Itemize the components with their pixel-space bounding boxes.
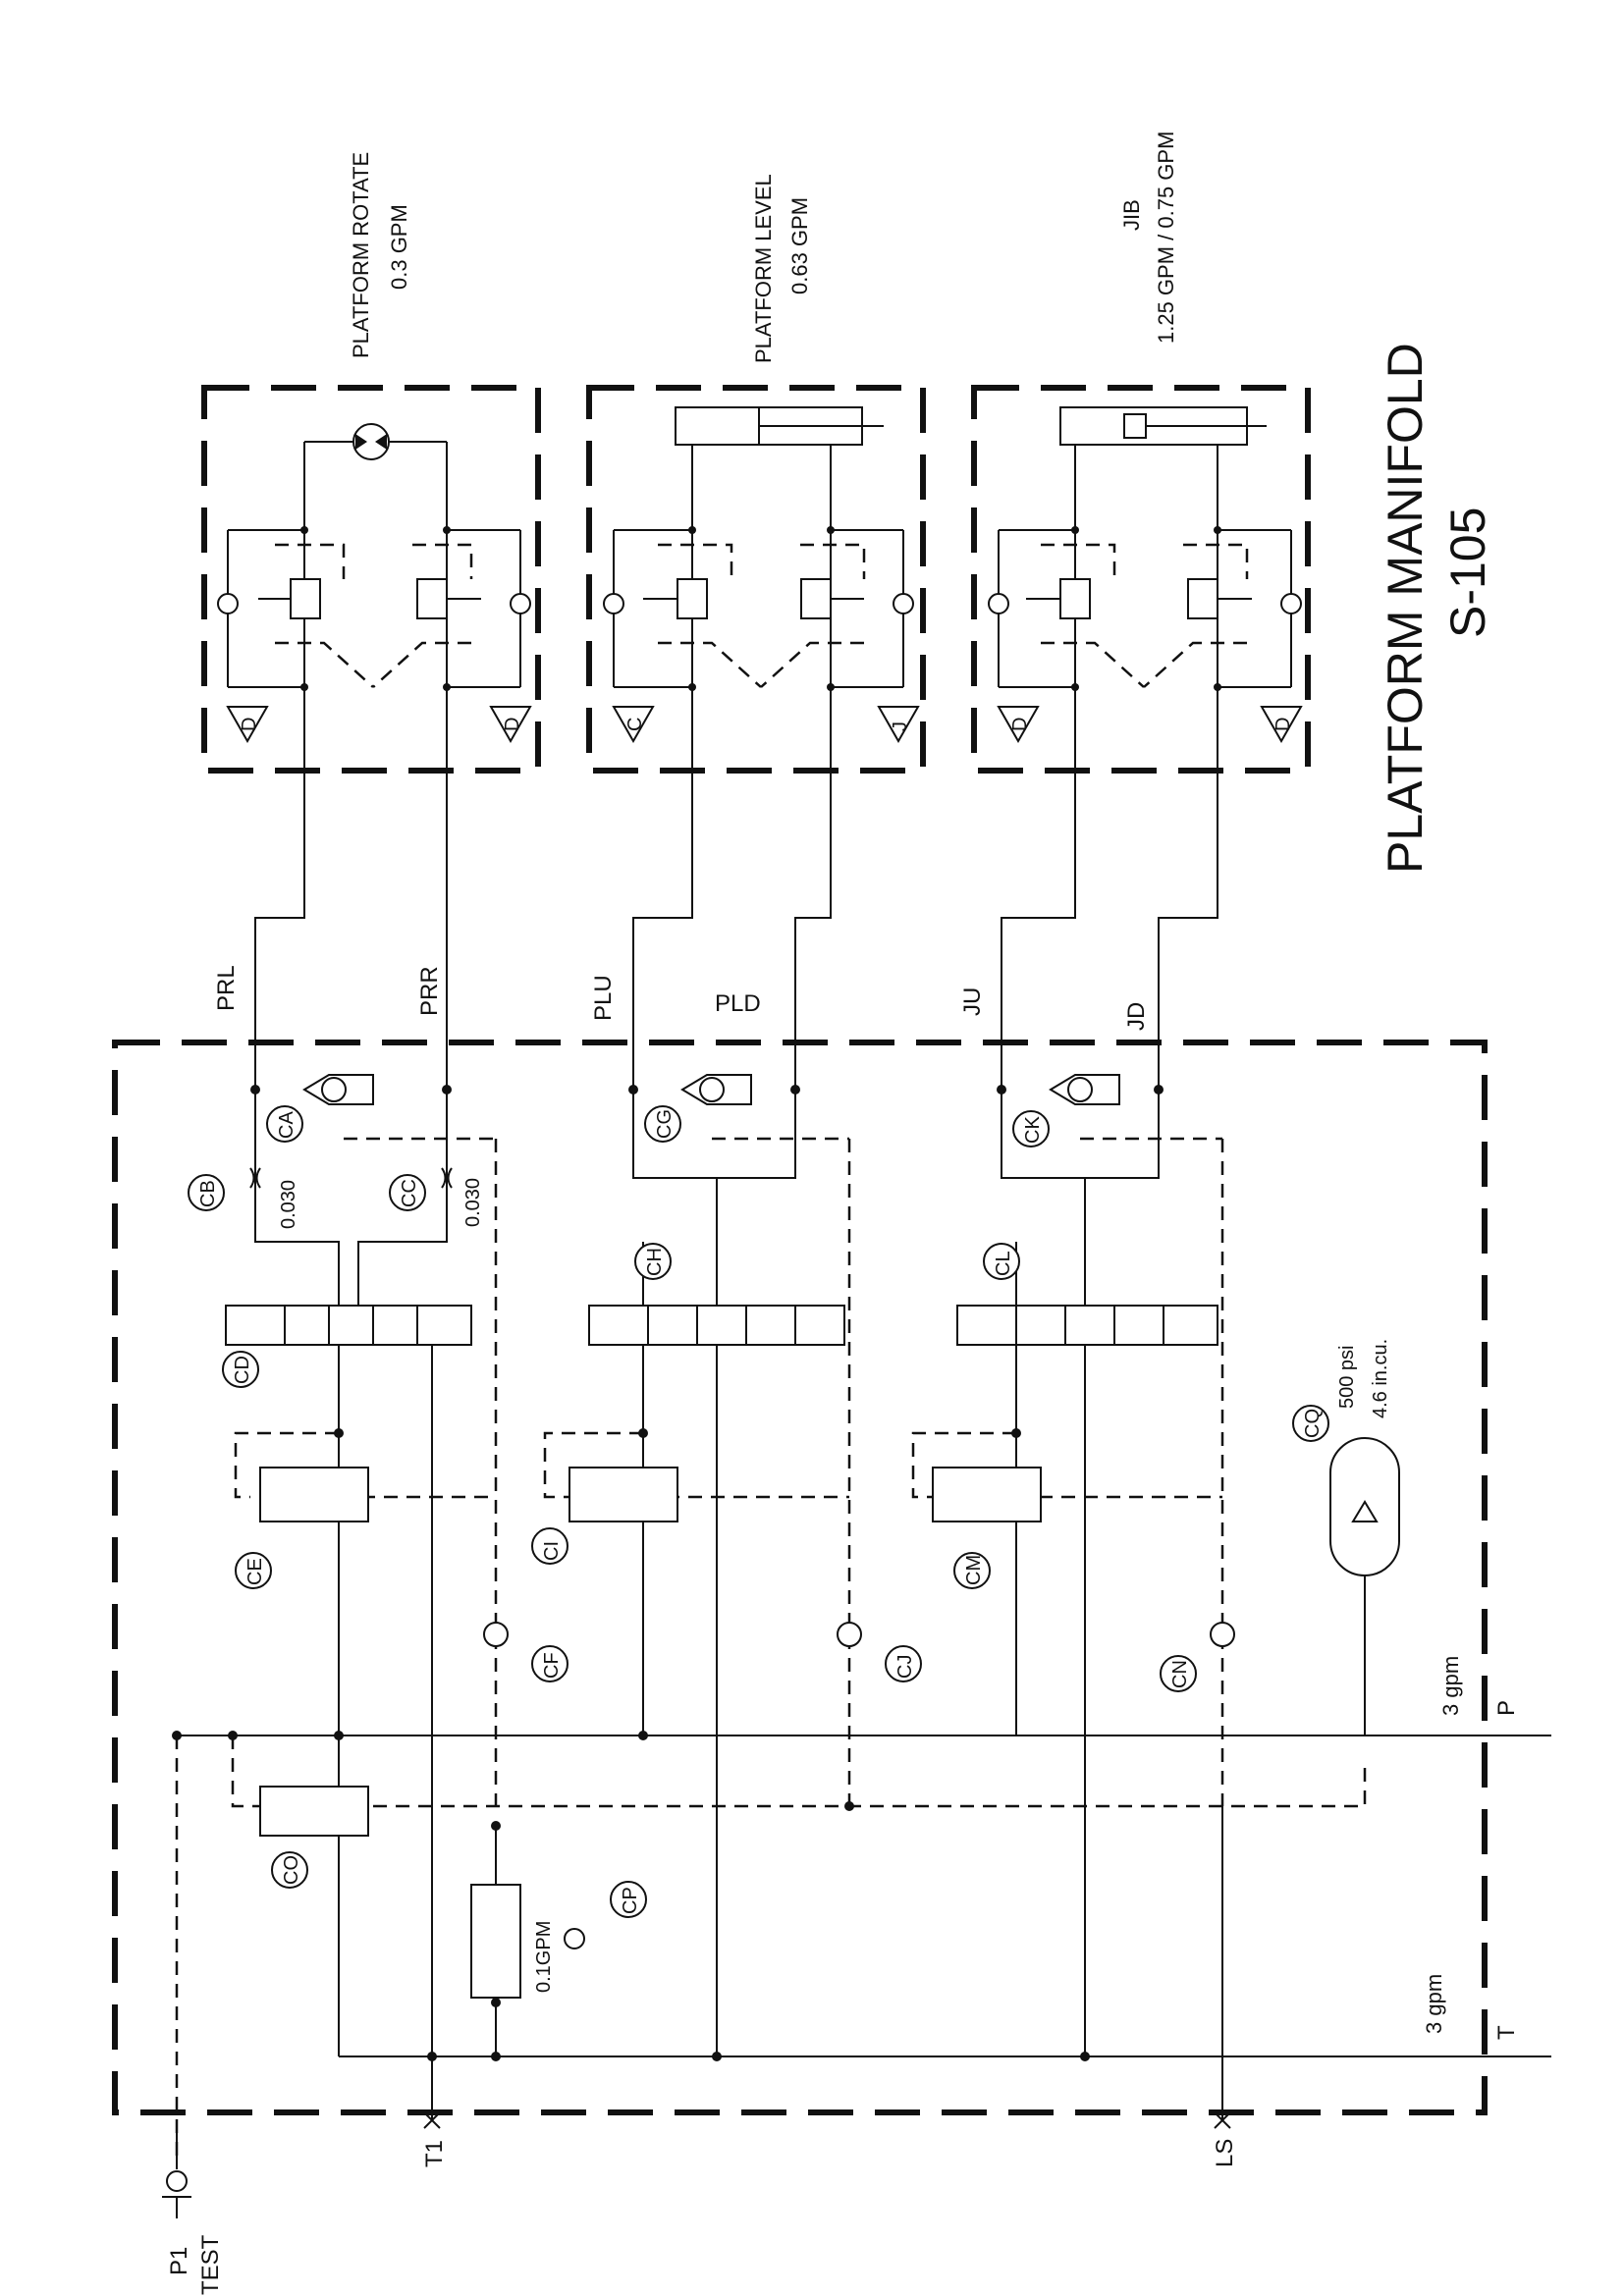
tag-rotate-b: D [502, 718, 523, 731]
annotations: 0.030 0.030 0.1GPM 500 psi 4.6 in.cu. 3 … [166, 1178, 1520, 2295]
label-ca: CA [276, 1111, 298, 1139]
p-flow: 3 gpm [1438, 1656, 1463, 1716]
label-cm: CM [963, 1555, 985, 1585]
work-port-lines [254, 771, 1218, 1045]
accumulator-pressure: 500 psi [1336, 1346, 1358, 1410]
component-labels: CA CB CC CD CE CF CG CH CI CJ CK CL CM C… [188, 1105, 1329, 1918]
actuator-boxes [201, 385, 1311, 774]
label-cn: CN [1169, 1660, 1191, 1688]
work-port-labels: PRL PRR PLU PLD JU JD [213, 965, 1150, 1031]
title-block: PLATFORM MANIFOLD S-105 [1378, 343, 1495, 874]
actuator-level-flow: 0.63 GPM [787, 197, 812, 294]
port-prl: PRL [213, 965, 240, 1011]
jib-cylinder [1059, 406, 1267, 771]
label-cd: CD [232, 1356, 253, 1384]
port-t1: T1 [421, 2140, 448, 2167]
counterbalance-valves [217, 526, 1302, 691]
actuator-rotate-flow: 0.3 GPM [387, 204, 411, 290]
port-t: T [1493, 2025, 1520, 2040]
accumulator-volume: 4.6 in.cu. [1370, 1339, 1391, 1418]
port-prr: PRR [416, 966, 443, 1016]
actuator-rotate-name: PLATFORM ROTATE [349, 152, 373, 358]
label-ch: CH [644, 1248, 666, 1276]
tag-jib-a: D [1009, 718, 1031, 731]
tag-rotate-a: D [239, 718, 260, 731]
orifice-cc-size: 0.030 [462, 1178, 484, 1227]
port-plu: PLU [590, 975, 617, 1021]
label-cp: CP [620, 1887, 641, 1914]
actuator-jib-flow: 1.25 GPM / 0.75 GPM [1154, 132, 1178, 344]
label-cg: CG [654, 1109, 676, 1139]
manifold-code: S-105 [1440, 507, 1495, 638]
actuator-level-name: PLATFORM LEVEL [751, 174, 776, 363]
orifice-cb-size: 0.030 [278, 1180, 299, 1229]
flow-control-rating: 0.1GPM [533, 1921, 555, 1993]
manifold-components [225, 1074, 1400, 1999]
label-cc: CC [399, 1179, 420, 1207]
label-cl: CL [993, 1251, 1014, 1276]
tag-level-a: C [624, 718, 646, 731]
label-ce: CE [244, 1558, 266, 1585]
actuator-labels: PLATFORM ROTATE 0.3 GPM PLATFORM LEVEL 0… [349, 132, 1178, 363]
tag-level-b: J [890, 721, 911, 731]
port-pld: PLD [715, 990, 761, 1017]
port-jd: JD [1123, 1002, 1150, 1031]
setting-tags: D D C J D D [226, 706, 1303, 744]
label-cq: CQ [1302, 1409, 1324, 1438]
port-ls: LS [1212, 2139, 1238, 2167]
label-ck: CK [1022, 1116, 1044, 1144]
port-test: TEST [197, 2234, 224, 2295]
t-flow: 3 gpm [1422, 1974, 1446, 2034]
manifold-circuit [162, 1045, 1551, 2218]
manifold-boundary [112, 1040, 1488, 2115]
label-cb: CB [197, 1180, 219, 1207]
port-ju: JU [959, 988, 986, 1016]
level-cylinder [675, 406, 884, 771]
label-cj: CJ [894, 1655, 916, 1679]
actuator-jib-name: JIB [1119, 199, 1144, 231]
tag-jib-b: D [1272, 718, 1294, 731]
manifold-title: PLATFORM MANIFOLD [1378, 343, 1433, 874]
port-p1: P1 [166, 2247, 192, 2275]
label-co: CO [281, 1855, 302, 1885]
port-p: P [1493, 1700, 1520, 1716]
label-cf: CF [541, 1652, 563, 1679]
label-ci: CI [541, 1541, 563, 1561]
